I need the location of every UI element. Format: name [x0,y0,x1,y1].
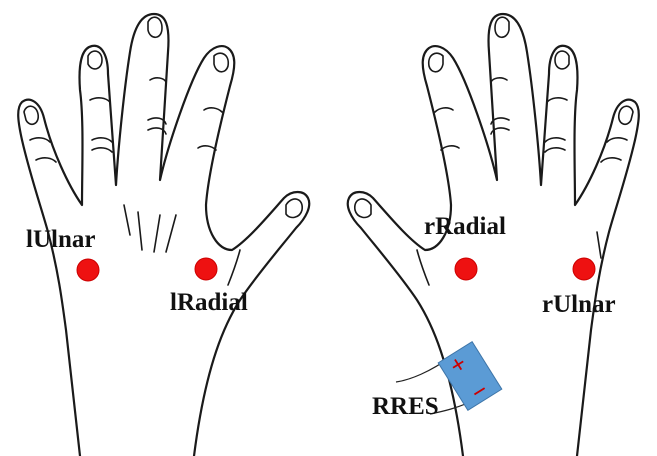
electrode-pad [438,342,502,411]
left-tendon [154,215,160,252]
right-crease [545,148,565,152]
label-right-radial: rRadial [424,213,506,240]
right-index-nail [429,53,443,72]
right-crease [601,158,621,162]
left-crease [92,138,112,142]
left-ring-nail [88,51,102,69]
left-radial-point [195,258,217,280]
right-crease [435,108,453,112]
left-thumb-nail [286,199,302,218]
right-crease [547,98,567,102]
left-crease [150,78,166,82]
right-crease [545,138,565,142]
left-crease [30,138,50,142]
left-middle-nail [148,17,162,37]
left-crease [36,158,56,162]
left-tendon [138,212,142,250]
right-ring-nail [555,51,569,69]
right-thumb-nail [355,199,371,218]
right-crease [441,146,459,150]
right-tendon [597,232,601,258]
left-crease [198,146,216,150]
left-ulnar-point [77,259,99,281]
right-middle-nail [495,17,509,37]
right-crease [491,78,507,82]
right-ulnar-point [573,258,595,280]
right-radial-point [455,258,477,280]
right-pinky-nail [619,106,633,124]
left-tendon [124,205,130,235]
left-crease [92,148,112,152]
left-crease [90,98,110,102]
label-right-ulnar: rUlnar [542,291,616,318]
left-crease [204,108,222,112]
left-thumb-web [228,250,240,285]
right-thumb-web [417,250,429,285]
left-tendon [166,215,176,252]
right-crease [607,138,627,142]
label-left-radial: lRadial [170,289,248,316]
label-reference: RRES [372,393,439,420]
label-left-ulnar: lUlnar [26,226,95,253]
left-index-nail [214,53,228,72]
left-pinky-nail [24,106,38,124]
